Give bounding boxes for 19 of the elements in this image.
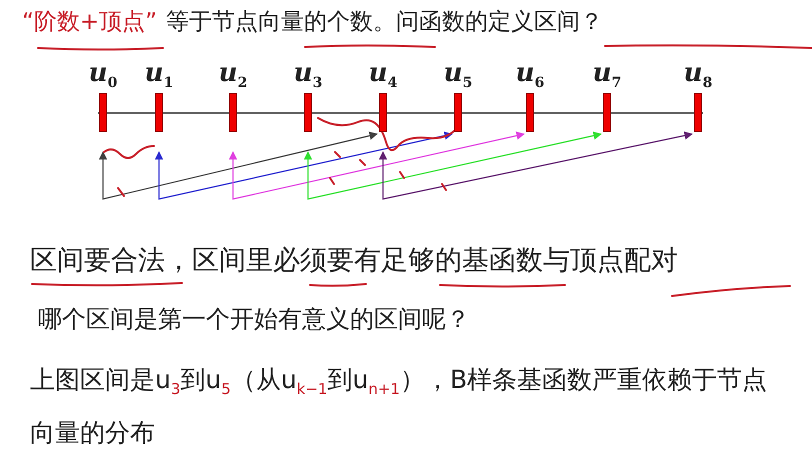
knot-label: u$_{2}$ [218,58,248,94]
arrow [98,132,378,200]
statement-text: 区间要合法，区间里必须要有足够的基函数与顶点配对 [30,244,678,278]
question-text: 哪个区间是第一个开始有意义的区间呢？ [38,304,470,335]
paragraph: 上图区间是u$_{3}$到u$_{5}$（从u$_{k−1}$到u$_{n+1}$），B样条基函数严重依赖于节点向量的分布 [30,364,768,449]
knot-label: u$_{1}$ [144,58,174,94]
knot-label: u$_{3}$ [292,58,324,94]
knot-label: u$_{0}$ [88,58,118,94]
knot-label: u$_{5}$ [442,58,474,94]
knot-label: u$_{7}$ [592,58,622,94]
highlighted-phrase: “阶数+顶点” [22,8,158,37]
knot-label: u$_{4}$ [368,58,398,94]
knot-label: u$_{8}$ [682,58,714,94]
knot-label: u$_{6}$ [514,58,546,94]
arrow [228,132,525,200]
arrow [378,131,693,200]
arrow [154,132,453,200]
heading-text: 等于节点向量的个数。问函数的定义区间？ [166,8,603,37]
arrow [304,132,602,200]
